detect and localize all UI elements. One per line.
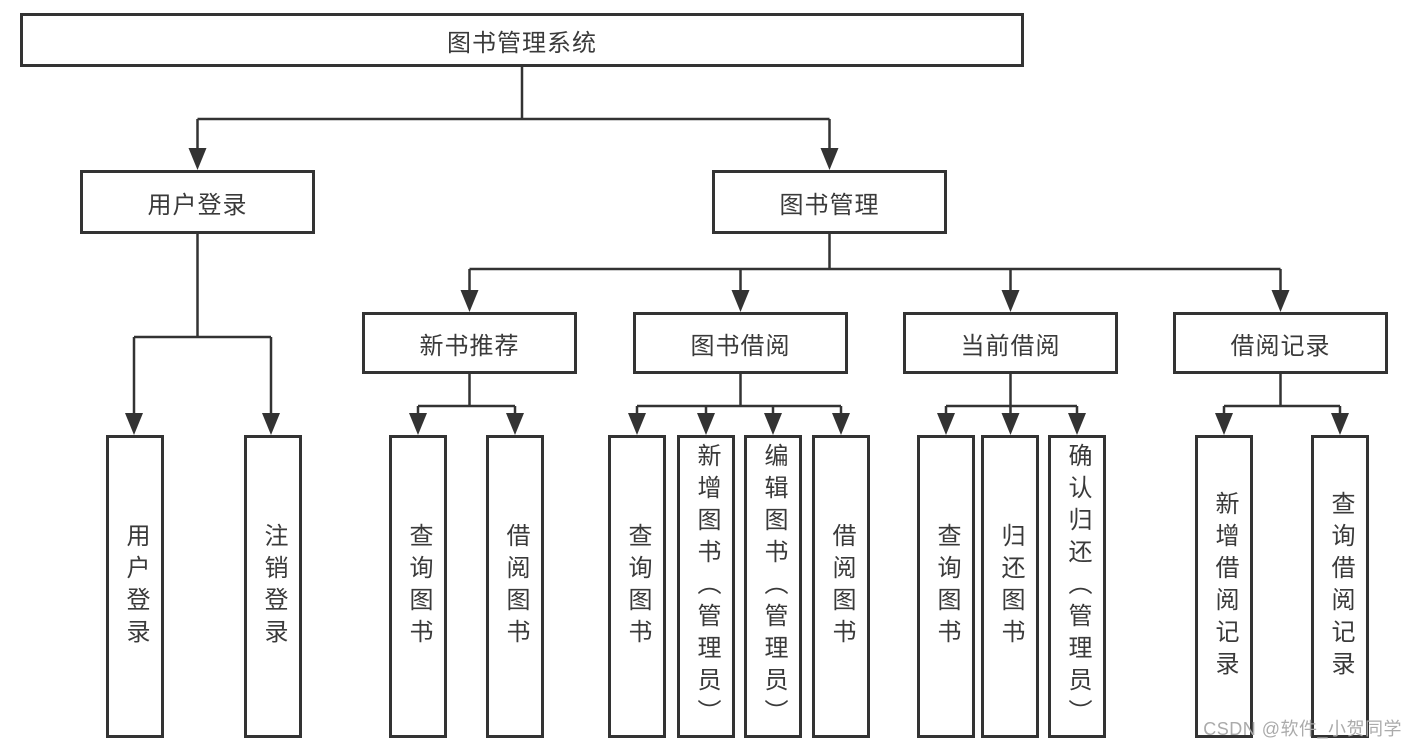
node-book-borrowing: 图书借阅 <box>633 312 848 374</box>
node-label: 图书管理 <box>779 191 880 219</box>
connector-borrowing-records-to-children <box>1215 374 1349 435</box>
node-borrowing-records: 借阅记录 <box>1173 312 1388 374</box>
connector-book-borrowing-to-children <box>628 374 850 435</box>
node-label: 编辑图书（管理员） <box>760 442 787 731</box>
node-label: 图书管理系统 <box>447 29 597 57</box>
node-label: 用户登录 <box>147 191 248 219</box>
leaf-confirm-return-admin: 确认归还（管理员） <box>1048 435 1106 738</box>
node-label: 图书借阅 <box>690 332 791 360</box>
node-label: 借阅图书 <box>502 522 529 651</box>
leaf-borrow-books-borrowing: 借阅图书 <box>812 435 870 738</box>
node-current-borrowing: 当前借阅 <box>903 312 1118 374</box>
leaf-user-login: 用户登录 <box>106 435 164 738</box>
node-label: 查询借阅记录 <box>1327 490 1354 683</box>
node-label: 查询图书 <box>624 522 651 651</box>
node-label: 查询图书 <box>933 522 960 651</box>
connector-current-borrowing-to-children <box>937 374 1086 435</box>
node-book-management: 图书管理 <box>712 170 947 234</box>
node-label: 新增图书（管理员） <box>693 442 720 731</box>
node-label: 确认归还（管理员） <box>1064 442 1091 731</box>
leaf-edit-book-admin: 编辑图书（管理员） <box>744 435 802 738</box>
connector-user-login-to-children <box>125 234 280 435</box>
node-label: 借阅图书 <box>828 522 855 651</box>
node-label: 归还图书 <box>997 522 1024 651</box>
node-label: 查询图书 <box>405 522 432 651</box>
leaf-query-books-recommend: 查询图书 <box>389 435 447 738</box>
node-label: 新书推荐 <box>419 332 520 360</box>
node-label: 注销登录 <box>260 522 287 651</box>
node-new-book-recommendation: 新书推荐 <box>362 312 577 374</box>
leaf-return-book: 归还图书 <box>981 435 1039 738</box>
node-user-login: 用户登录 <box>80 170 315 234</box>
node-label: 用户登录 <box>122 522 149 651</box>
leaf-borrow-books-recommend: 借阅图书 <box>486 435 544 738</box>
leaf-add-borrow-record: 新增借阅记录 <box>1195 435 1253 738</box>
node-label: 当前借阅 <box>960 332 1061 360</box>
leaf-query-books-current: 查询图书 <box>917 435 975 738</box>
leaf-query-borrow-record: 查询借阅记录 <box>1311 435 1369 738</box>
leaf-logout: 注销登录 <box>244 435 302 738</box>
leaf-add-book-admin: 新增图书（管理员） <box>677 435 735 738</box>
connector-root-to-level2 <box>188 66 839 170</box>
connector-new-book-recommendation-to-children <box>409 374 524 435</box>
connector-book-management-to-level3 <box>460 234 1290 312</box>
node-book-management-system: 图书管理系统 <box>20 13 1024 67</box>
node-label: 借阅记录 <box>1230 332 1331 360</box>
node-label: 新增借阅记录 <box>1211 490 1238 683</box>
leaf-query-books-borrowing: 查询图书 <box>608 435 666 738</box>
